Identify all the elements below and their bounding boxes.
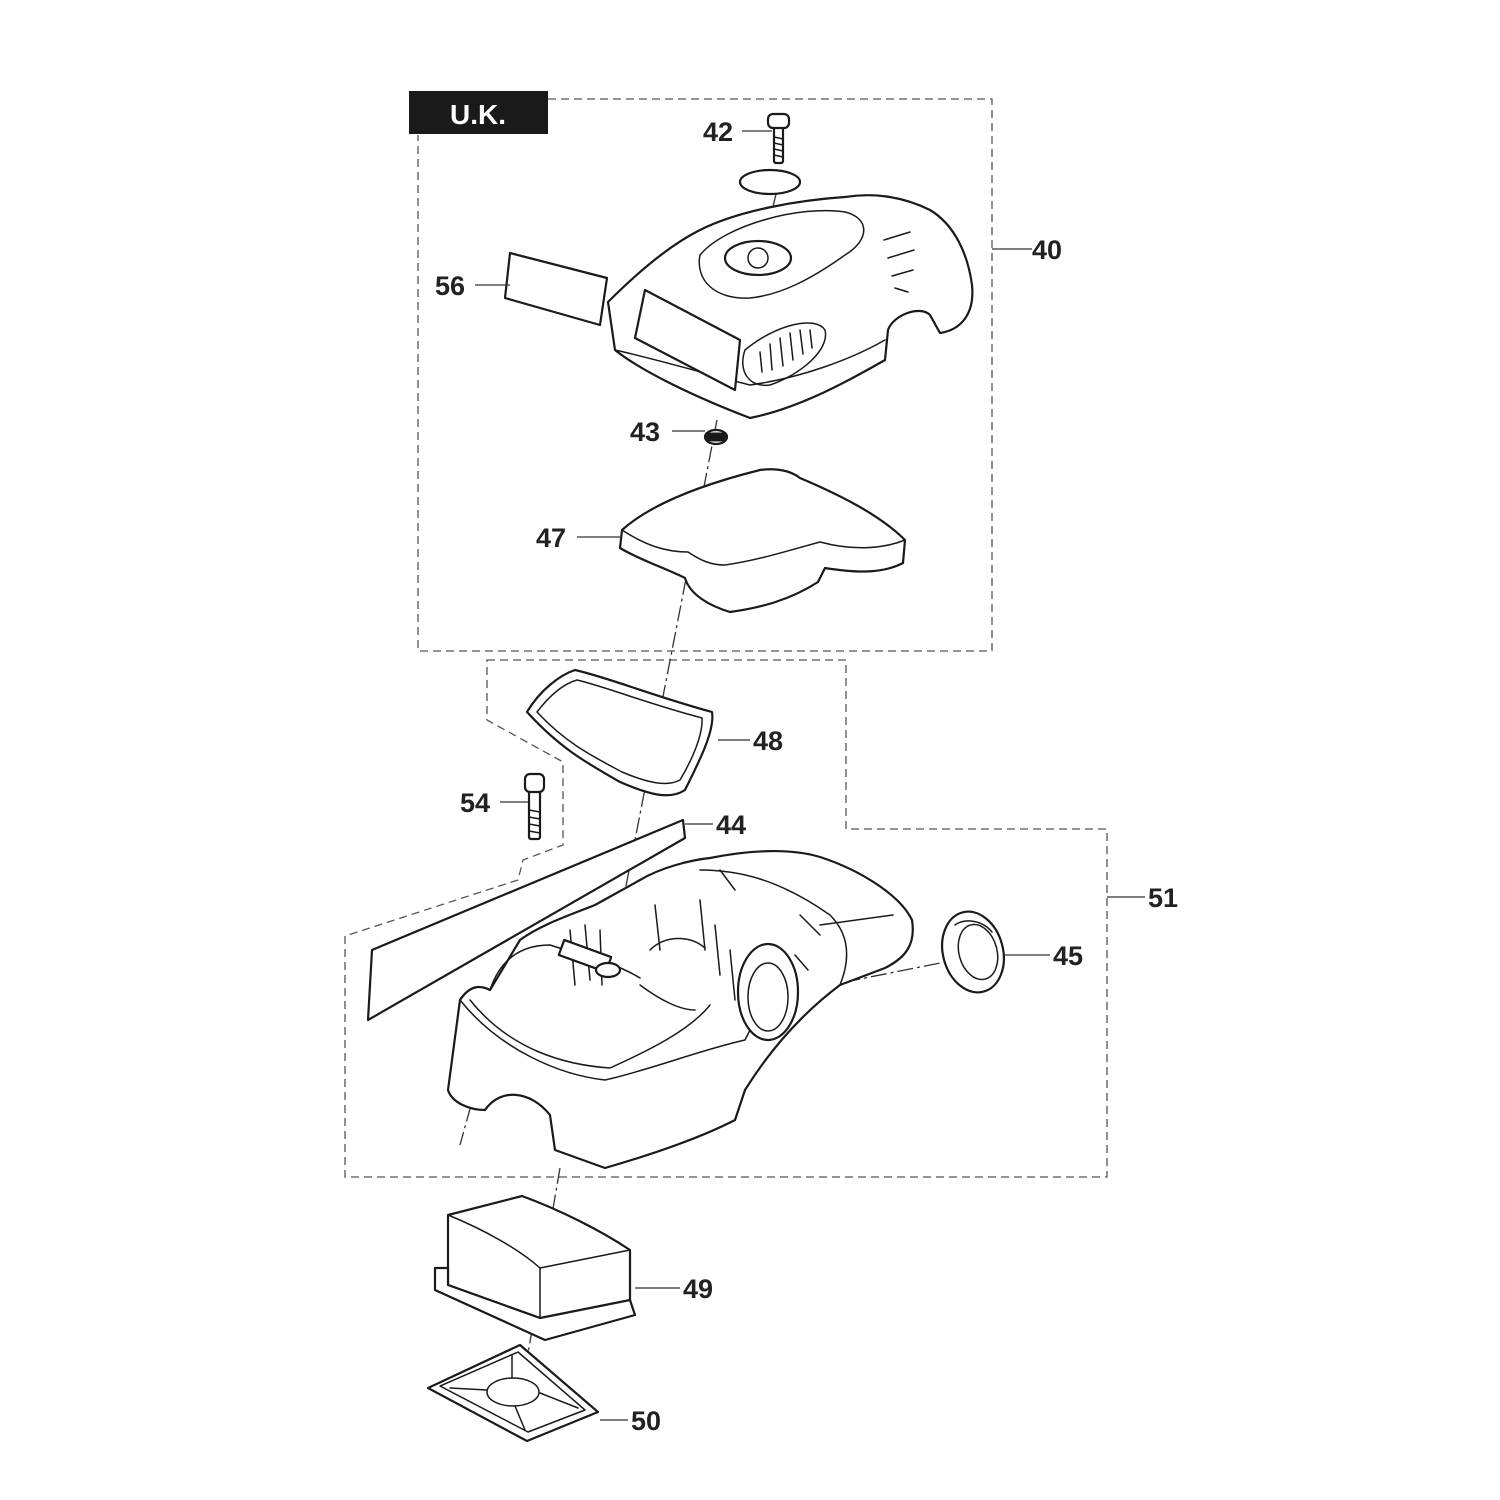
callout-45: 45 — [1053, 941, 1083, 971]
part-51-housing — [446, 849, 914, 1170]
group-box-40 — [417, 98, 993, 652]
part-43-grommet — [703, 428, 729, 446]
callout-54: 54 — [460, 788, 490, 818]
part-48-gasket — [525, 668, 714, 797]
callout-43: 43 — [630, 417, 660, 447]
part-40-top-cover — [606, 194, 974, 420]
part-47-filter — [618, 468, 907, 614]
part-42-screw — [738, 112, 802, 196]
part-45-plug — [941, 910, 1005, 994]
region-tag-text: U.K. — [450, 99, 506, 130]
part-56-label — [503, 251, 609, 327]
group-box-51 — [344, 659, 1108, 1178]
part-44-label-strip — [366, 818, 687, 1022]
callout-47: 47 — [536, 523, 566, 553]
part-50-base-plate — [426, 1343, 600, 1443]
callout-50: 50 — [631, 1406, 661, 1436]
region-tag: U.K. — [409, 91, 548, 134]
callout-49: 49 — [683, 1274, 713, 1304]
part-49-filter — [433, 1194, 637, 1342]
callout-42: 42 — [703, 117, 733, 147]
part-54-screw — [523, 772, 546, 841]
callout-40: 40 — [1032, 235, 1062, 265]
callout-56: 56 — [435, 271, 465, 301]
callout-51: 51 — [1148, 883, 1178, 913]
callout-44: 44 — [716, 810, 746, 840]
callout-48: 48 — [753, 726, 783, 756]
